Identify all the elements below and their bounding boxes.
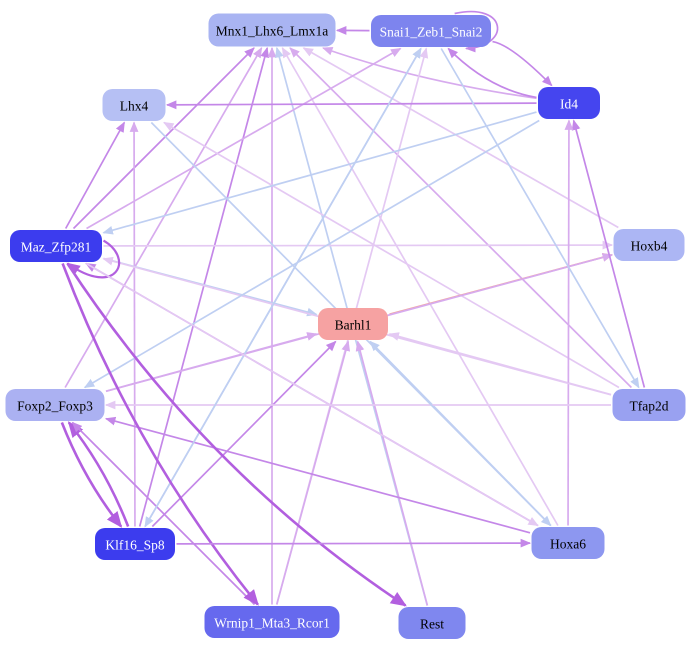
edge-hoxa6-to-id4 [564,119,574,526]
edge-wrnip1-mta3-rcor1-to-barhl1 [275,340,351,605]
node-hoxb4[interactable]: Hoxb4 [613,229,685,261]
node-box[interactable] [208,13,336,47]
edge-rest-to-barhl1 [355,340,429,606]
edge-klf16-sp8-to-foxp2-foxp3 [67,421,130,527]
edge-klf16-sp8-to-barhl1 [151,340,337,528]
edge-tfap2d-to-lhx4 [163,121,620,389]
edge-snai1-zeb1-snai2-to-klf16-sp8 [144,48,422,528]
node-box[interactable] [5,389,105,421]
edge-maz-zfp281-to-mnx1-lhx6-lmx1a [72,47,255,230]
node-box[interactable] [612,389,686,421]
edge-hoxa6-to-mnx1-lhx6-lmx1a [281,47,559,526]
edge-foxp2-foxp3-to-mnx1-lhx6-lmx1a [64,47,263,388]
node-id4[interactable]: Id4 [538,87,600,119]
edge-snai1-zeb1-snai2-to-tfap2d [440,48,640,389]
edge-klf16-sp8-to-hoxa6 [176,538,532,548]
edge-maz-zfp281-to-hoxa6 [85,262,539,527]
edge-id4-to-lhx4 [165,100,537,110]
edge-id4-to-snai1-zeb1-snai2 [447,47,537,99]
edge-maz-zfp281-to-lhx4 [64,121,126,229]
edge-maz-zfp281-to-snai1-zeb1-snai2 [86,47,402,230]
node-box[interactable] [531,527,605,559]
node-box[interactable] [10,230,102,262]
edge-snai1-zeb1-snai2-to-id4 [492,40,553,87]
edge-maz-zfp281-to-hoxb4 [103,240,614,250]
edge-hoxa6-to-foxp2-foxp3 [104,416,531,534]
node-box[interactable] [318,308,388,340]
node-hoxa6[interactable]: Hoxa6 [531,527,605,559]
node-box[interactable] [613,229,685,261]
node-klf16-sp8[interactable]: Klf16_Sp8 [95,528,175,560]
edge-tfap2d-to-id4 [571,119,646,388]
node-mnx1-lhx6-lmx1a[interactable]: Mnx1_Lhx6_Lmx1a [208,13,336,47]
edge-maz-zfp281-to-maz-zfp281 [66,239,121,279]
edge-wrnip1-mta3-rcor1-to-foxp2-foxp3 [71,421,256,606]
edge-maz-zfp281-to-rest [66,262,407,607]
node-box[interactable] [95,528,175,560]
node-wrnip1-mta3-rcor1[interactable]: Wrnip1_Mta3_Rcor1 [204,606,340,638]
node-foxp2-foxp3[interactable]: Foxp2_Foxp3 [5,389,105,421]
edge-id4-to-mnx1-lhx6-lmx1a [322,46,537,100]
node-box[interactable] [538,87,600,119]
node-box[interactable] [204,606,340,638]
node-box[interactable] [371,15,491,47]
node-rest[interactable]: Rest [398,607,466,639]
edge-maz-zfp281-to-wrnip1-mta3-rcor1 [61,263,259,606]
edge-hoxb4-to-mnx1-lhx6-lmx1a [302,47,619,229]
edge-foxp2-foxp3-to-klf16-sp8 [60,422,123,528]
node-lhx4[interactable]: Lhx4 [102,89,166,121]
node-barhl1[interactable]: Barhl1 [318,308,388,340]
edge-id4-to-foxp2-foxp3 [83,119,540,389]
node-maz-zfp281[interactable]: Maz_Zfp281 [10,230,102,262]
edge-klf16-sp8-to-lhx4 [129,121,139,527]
edges-layer [60,10,646,607]
node-tfap2d[interactable]: Tfap2d [612,389,686,421]
node-snai1-zeb1-snai2[interactable]: Snai1_Zeb1_Snai2 [371,15,491,47]
edge-id4-to-maz-zfp281 [102,111,537,235]
node-box[interactable] [398,607,466,639]
node-box[interactable] [102,89,166,121]
edge-tfap2d-to-mnx1-lhx6-lmx1a [289,47,633,389]
